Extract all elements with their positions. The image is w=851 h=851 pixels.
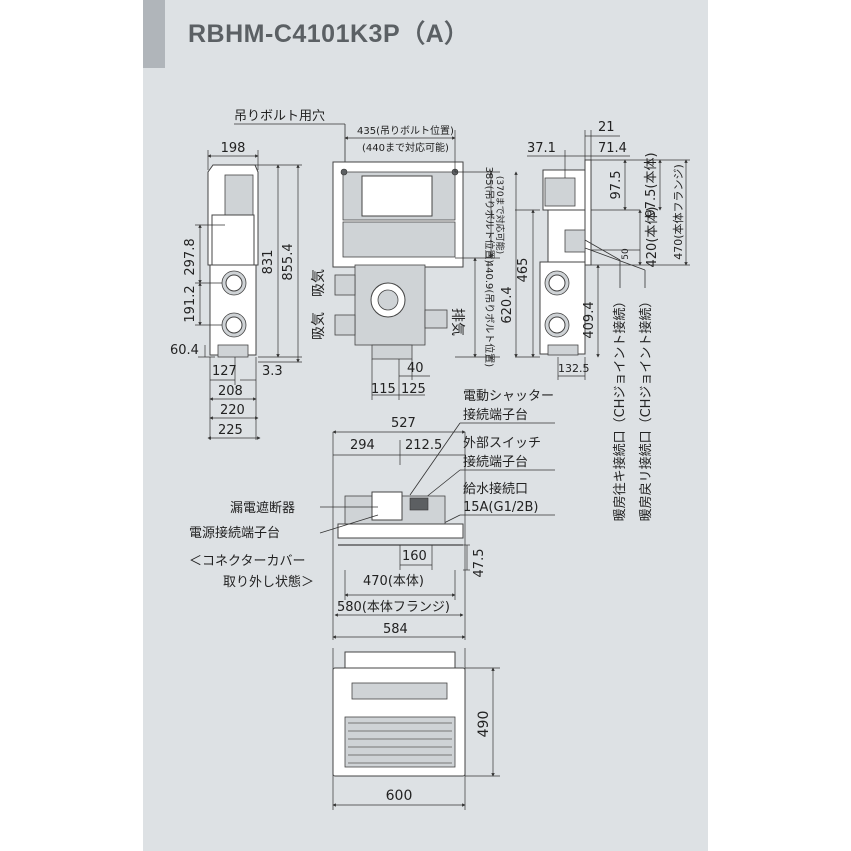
dim-37-1: 37.1 [527, 141, 556, 156]
side-duct-upper-inner [225, 274, 243, 292]
label-switch-2: 接続端子台 [463, 454, 528, 470]
label-bolt-hole: 吊りボルト用穴 [234, 109, 325, 124]
side-duct-lower-inner [225, 316, 243, 334]
dim-220: 220 [220, 403, 245, 418]
top-intake-duct-2 [334, 314, 356, 336]
dim-465: 465 [516, 258, 531, 283]
bottom-grille-vent [344, 716, 456, 768]
top-view: 吊りボルト用穴 435(吊りボルト位置) (440まで対応可能) 385(吊りボ… [234, 109, 506, 400]
top-intake-duct-1 [334, 274, 356, 296]
right-upper-block [544, 177, 576, 207]
dim-420: 420(本体) [645, 207, 660, 268]
top-bottom-block [371, 344, 413, 360]
right-duct-lower-inner [548, 316, 566, 334]
page-title: RBHM-C4101K3P（A） [188, 20, 470, 48]
top-exhaust-duct [424, 309, 448, 329]
dim-97-5-body: 97.5 [609, 171, 624, 200]
dim-50: 50 [621, 248, 631, 260]
right-view: 21 37.1 71.4 97.5 97.5(本体) 420(本体) 470(本… [500, 120, 690, 521]
dim-60-4: 60.4 [170, 343, 199, 358]
front-terminal [409, 497, 429, 511]
dim-125: 125 [401, 382, 426, 397]
dim-97-5: 97.5(本体) [644, 152, 659, 217]
dim-132-5: 132.5 [558, 362, 590, 375]
dim-3-3: 3.3 [262, 364, 283, 379]
dim-294: 294 [350, 438, 375, 453]
dim-71-4: 71.4 [598, 141, 627, 156]
dim-198: 198 [221, 141, 246, 156]
label-breaker: 漏電遮断器 [230, 500, 295, 516]
dim-191-2: 191.2 [183, 285, 198, 322]
label-water-inlet-1: 給水接続口 [463, 481, 528, 497]
dim-527: 527 [391, 416, 416, 431]
grille-slats [348, 722, 452, 764]
label-connector-cover-2: 取り外し状態＞ [223, 574, 314, 590]
dim-225: 225 [218, 423, 243, 438]
dim-470-body: 470(本体) [363, 574, 424, 589]
label-water-inlet-2: 15A(G1/2B) [463, 500, 539, 515]
side-upper-panel [211, 214, 255, 266]
label-shutter-1: 電動シャッター [463, 389, 554, 404]
side-bottom-block [217, 344, 249, 358]
label-heating-return-port: 暖房戻リ接続口（CHジョイント接続） [638, 295, 654, 522]
dim-855-4: 855.4 [281, 243, 296, 280]
label-exhaust: 排気 [449, 308, 465, 336]
front-body-bottom [337, 523, 464, 539]
dim-115: 115 [371, 382, 396, 397]
dim-297-8: 297.8 [183, 238, 198, 275]
dim-831: 831 [261, 250, 276, 275]
dim-490: 490 [476, 711, 492, 738]
dim-580: 580(本体フランジ) [337, 600, 450, 615]
label-power-terminal: 電源接続端子台 [189, 525, 280, 541]
label-switch-1: 外部スイッチ [463, 436, 541, 451]
dim-600: 600 [386, 788, 413, 804]
dim-bolt-370: (370まで対応可能) [494, 176, 506, 254]
bottom-top-unit [344, 651, 456, 669]
side-view: 198 297.8 191.2 60.4 831 855.4 127 3.3 2… [170, 141, 302, 440]
dim-409-4: 409.4 [582, 301, 597, 338]
dim-584: 584 [383, 622, 408, 637]
top-fan-inner [377, 289, 399, 311]
dim-470: 470(本体フランジ) [671, 164, 685, 260]
label-intake-1: 吸気 [311, 269, 327, 297]
dim-620-4: 620.4 [500, 286, 515, 323]
dim-bolt-440-9: 440.9(吊りボルト位置) [483, 261, 496, 368]
dim-40: 40 [407, 361, 424, 376]
label-connector-cover-1: ＜コネクターカバー [189, 554, 305, 569]
bolt-hole-1 [340, 168, 348, 176]
label-heating-supply-port: 暖房往キ接続口（CHジョイント接続） [612, 295, 628, 522]
dim-127: 127 [212, 364, 237, 379]
right-pipe-block [564, 229, 586, 253]
dim-208: 208 [218, 384, 243, 399]
top-coil-inner [361, 175, 433, 217]
front-view: 527 294 212.5 電動シャッター 接続端子台 外部スイッチ 接続端子台… [189, 389, 555, 640]
right-duct-upper-inner [548, 274, 566, 292]
top-lower-block [342, 221, 456, 258]
side-motor-box [224, 174, 254, 216]
bottom-view: 490 600 [332, 648, 500, 810]
dim-21: 21 [598, 120, 615, 135]
label-intake-2: 吸気 [311, 312, 327, 340]
title-accent-bar [143, 0, 165, 68]
right-bottom-block [547, 344, 579, 356]
label-shutter-2: 接続端子台 [463, 407, 528, 423]
dim-47-5: 47.5 [472, 549, 487, 578]
dim-bolt-440: (440まで対応可能) [362, 141, 449, 154]
dim-212-5: 212.5 [405, 438, 442, 453]
dim-160: 160 [402, 549, 427, 564]
dim-bolt-435: 435(吊りボルト位置) [357, 124, 454, 137]
bottom-display-window [351, 682, 448, 700]
